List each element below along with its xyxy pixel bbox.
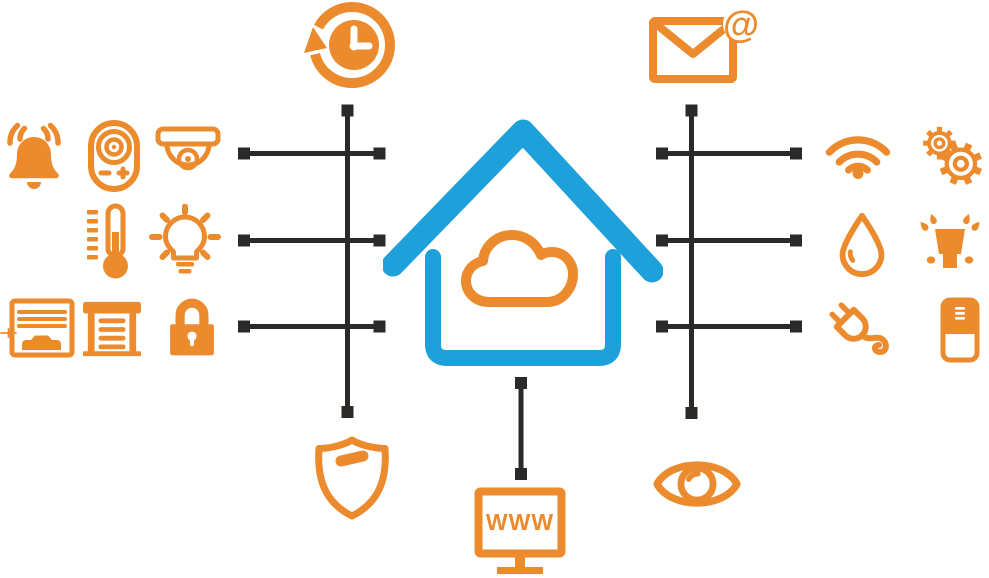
lightbulb-icon (149, 204, 221, 278)
wifi-icon (824, 128, 892, 180)
power-plug-icon (826, 295, 902, 365)
history-clock-icon (300, 0, 398, 90)
at-symbol: @ (723, 5, 759, 45)
monitor-link (515, 377, 527, 480)
garage-door-icon (0, 297, 76, 359)
dome-camera-icon (155, 126, 221, 182)
envelope-flap (652, 20, 734, 58)
alarm-bell-icon (0, 118, 68, 192)
eye-icon (650, 445, 744, 523)
cloud-icon (461, 230, 578, 307)
history-arrow-arc (309, 2, 395, 88)
right-bus (656, 104, 802, 419)
clock-hands (349, 25, 373, 51)
house-roof (383, 119, 663, 283)
email-at-icon: @ (648, 5, 760, 85)
shield-icon (308, 433, 396, 523)
water-drop-icon (836, 211, 888, 277)
envelope (649, 17, 737, 83)
roller-shutter-icon (81, 300, 143, 358)
arrowhead (304, 27, 327, 53)
www-label: WWW (486, 509, 554, 535)
shield-stripe (335, 450, 369, 467)
smart-home-house-icon (383, 118, 663, 378)
house-walls (425, 249, 621, 366)
padlock-icon (165, 295, 219, 359)
sprinkler-icon (916, 213, 984, 275)
left-bus (238, 104, 386, 418)
www-monitor-icon: WWW (474, 487, 566, 578)
doorbell-camera-icon (88, 120, 140, 192)
gears-icon (918, 120, 984, 187)
thermometer-icon (85, 202, 131, 282)
smart-hub-icon (940, 297, 980, 363)
